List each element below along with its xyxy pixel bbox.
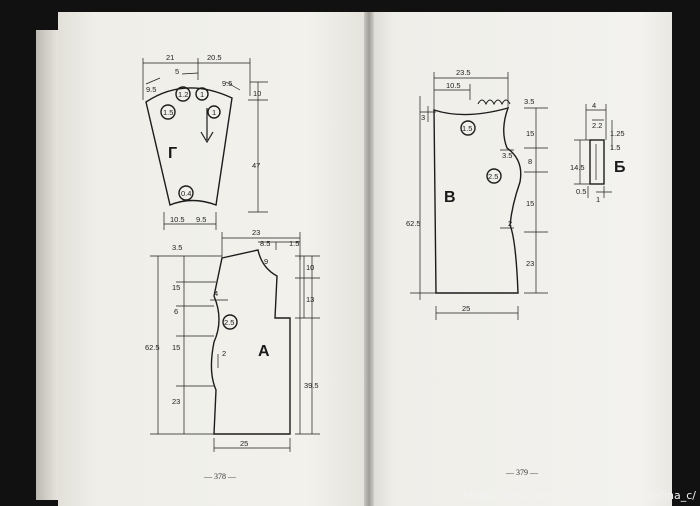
- a-dim-shoulder: 9: [264, 257, 268, 266]
- v-dim-right-top: 3.5: [524, 97, 534, 106]
- watermark-url: https://www.liveinternet.ru/users/galina…: [463, 489, 696, 502]
- g-dim-right-shoulder: 9.5: [222, 79, 232, 88]
- a-dim-left-top: 3.5: [172, 243, 182, 252]
- g-dim-bottom-right: 9.5: [196, 215, 206, 224]
- g-circle-2: 1: [200, 90, 204, 99]
- b-dim-height: 14.5: [570, 163, 585, 172]
- pattern-v-letter: В: [444, 189, 456, 206]
- v-dim-dart: 2: [508, 219, 512, 228]
- a-dim-bottom: 25: [240, 439, 248, 448]
- b-dim-bottom-right: 1: [596, 195, 600, 204]
- g-dim-top-left: 21: [166, 53, 174, 62]
- g-circle-3: 1.5: [163, 108, 173, 117]
- g-dim-sleeve-height: 47: [252, 161, 260, 170]
- b-dim-side1: 1.25: [610, 129, 625, 138]
- a-dim-right-bottom: 39.5: [304, 381, 319, 390]
- b-dim-inner: 2.2: [592, 121, 602, 130]
- g-dim-mid-offset: 5: [175, 67, 179, 76]
- a-dim-dart: 4: [214, 289, 218, 298]
- book-spine: [364, 12, 374, 506]
- back-outline: [433, 106, 522, 294]
- v-dim-neck: 10.5: [446, 81, 461, 90]
- v-dim-total: 62.5: [406, 219, 421, 228]
- a-dim-armhole2: 6: [174, 307, 178, 316]
- g-circle-4: 1: [212, 108, 216, 117]
- b-dim-bottom-left: 0.5: [576, 187, 586, 196]
- v-dim-armhole2: 8: [528, 157, 532, 166]
- a-dim-right-top: 10: [306, 263, 314, 272]
- v-dim-top-width: 23.5: [456, 68, 471, 77]
- left-page-number: — 378 —: [204, 472, 236, 481]
- g-dim-bottom-left: 10.5: [170, 215, 185, 224]
- v-dim-armhole-small: 3.5: [502, 151, 512, 160]
- a-dim-neck-right: 1.5: [289, 239, 299, 248]
- a-dim-hip: 23: [172, 397, 180, 406]
- pattern-g-letter: Г: [168, 145, 177, 162]
- front-outline: [210, 249, 291, 435]
- a-dim-neck: 8.5: [260, 239, 270, 248]
- a-dim-waist-dart: 2: [222, 349, 226, 358]
- a-dim-armhole1: 15: [172, 283, 180, 292]
- pattern-b-letter: Б: [614, 159, 626, 176]
- g-dim-top-right: 20.5: [207, 53, 222, 62]
- a-dim-right-mid: 13: [306, 295, 314, 304]
- v-dim-hip: 23: [526, 259, 534, 268]
- v-dim-waist: 15: [526, 199, 534, 208]
- g-circle-1: 1.2: [178, 90, 188, 99]
- g-circle-5: 0.4: [181, 189, 191, 198]
- v-circle-2: 2.5: [488, 172, 498, 181]
- right-page-number: — 379 —: [506, 468, 538, 477]
- a-dim-waist: 15: [172, 343, 180, 352]
- a-dim-top-width: 23: [252, 228, 260, 237]
- sleeve-outline: [145, 87, 233, 206]
- v-dim-left-top: 3: [421, 113, 425, 122]
- b-dim-side2: 1.5: [610, 143, 620, 152]
- v-circle-1: 1.5: [462, 124, 472, 133]
- a-circle-1: 2.5: [224, 318, 234, 327]
- v-dim-bottom: 25: [462, 304, 470, 313]
- strip-outline: [589, 139, 605, 185]
- book-page-edges: [36, 30, 58, 500]
- g-dim-left-shoulder: 9.5: [146, 85, 156, 94]
- g-dim-cap-height: 10: [253, 89, 261, 98]
- b-dim-width: 4: [592, 101, 596, 110]
- v-dim-armhole1: 15: [526, 129, 534, 138]
- a-dim-total: 62.5: [145, 343, 160, 352]
- pattern-a-letter: А: [258, 343, 270, 360]
